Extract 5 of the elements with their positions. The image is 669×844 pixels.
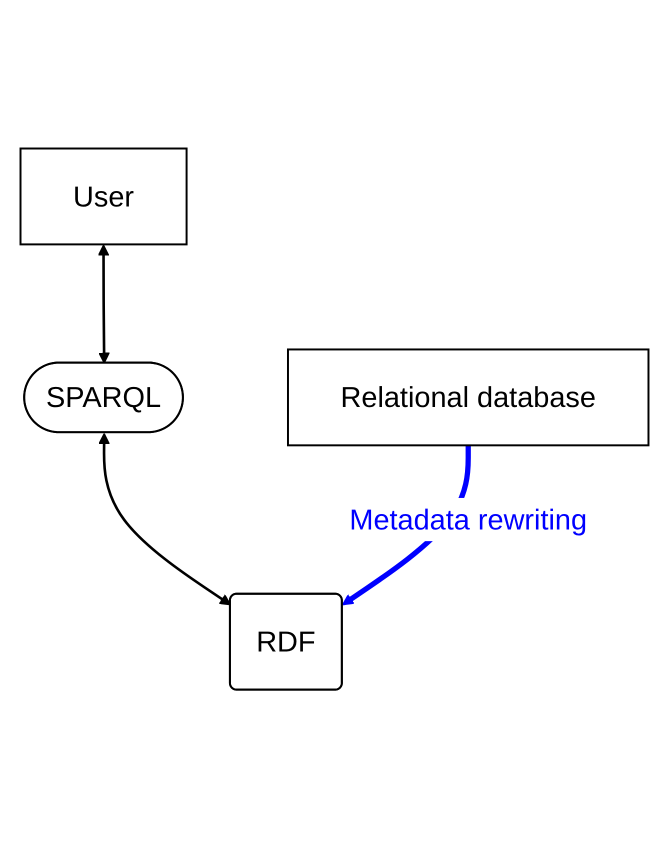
node-box: User xyxy=(20,148,188,246)
node-box: Relational database xyxy=(287,348,650,447)
arrow xyxy=(98,433,232,606)
arrow xyxy=(98,244,110,364)
edge-label: Metadata rewriting xyxy=(349,504,588,536)
